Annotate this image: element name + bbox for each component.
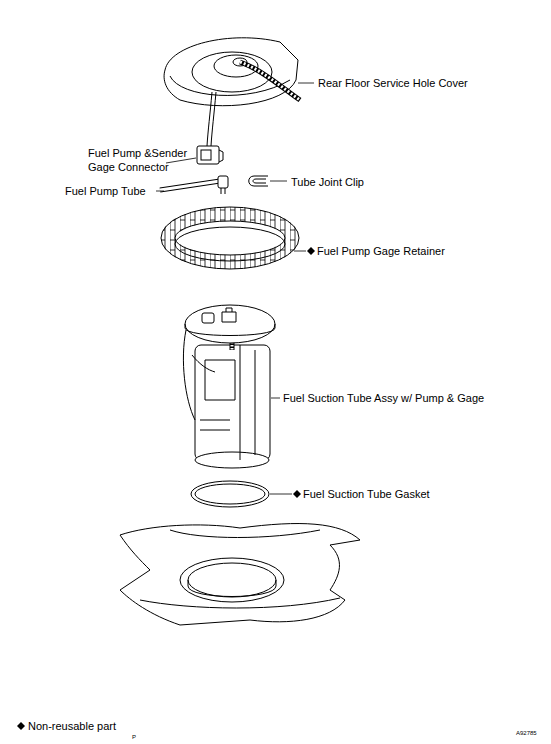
leader-lines [156,83,314,494]
part-name: Fuel Pump Gage Retainer [317,244,445,258]
part-name: Fuel Suction Tube Gasket [303,487,430,501]
legend-text: Non-reusable part [28,720,116,733]
part-name: Fuel Pump &Sender Gage Connector [88,146,192,174]
non-reusable-mark [293,247,315,498]
part-name: Rear Floor Service Hole Cover [318,76,468,90]
gage-retainer [161,207,299,269]
suction-tube-gasket [191,481,269,507]
fuel-pump-tube [160,176,228,194]
fuel-tank [120,524,360,625]
part-name: Fuel Suction Tube Assy w/ Pump & Gage [283,391,484,405]
part-name: Tube Joint Clip [291,175,364,189]
part-name: Fuel Pump Tube [65,184,146,198]
pump-connector [197,146,223,164]
tube-joint-clip [249,176,268,186]
subscript-mark: P [132,733,136,742]
legend-swatch [17,722,25,730]
figure-code: A92785 [516,729,537,738]
pump-assembly [183,305,275,468]
service-hole-cover [164,38,300,146]
